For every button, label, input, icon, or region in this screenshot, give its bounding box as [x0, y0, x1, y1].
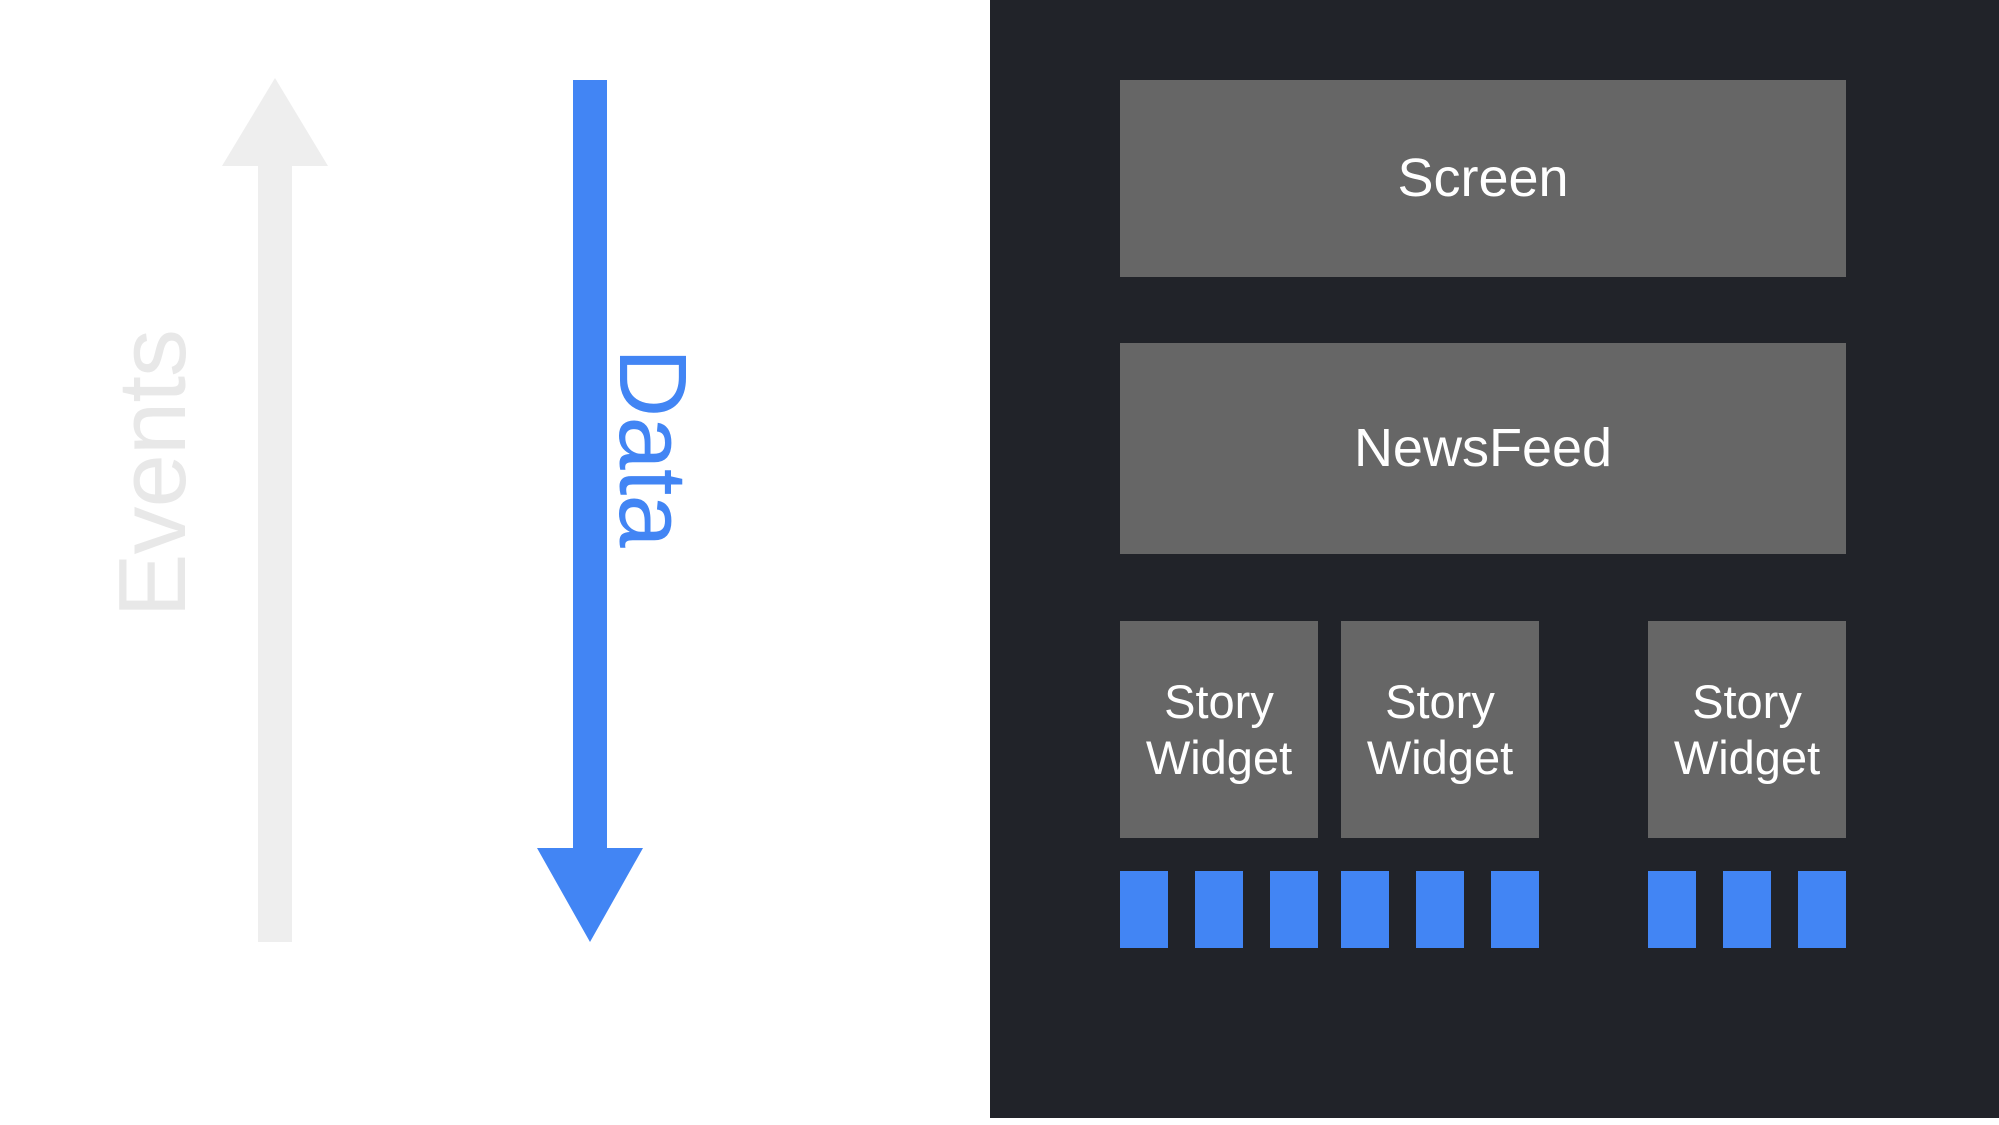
- leaf-group-story-widget-2: [1648, 871, 1846, 948]
- leaf-rect[interactable]: [1491, 871, 1539, 948]
- flow-legend-panel: Events Data: [0, 0, 990, 1125]
- leaf-rect[interactable]: [1195, 871, 1243, 948]
- story-widget-label-line1: Story: [1164, 675, 1274, 729]
- story-widget-label-line1: Story: [1385, 675, 1495, 729]
- leaf-rect[interactable]: [1723, 871, 1771, 948]
- leaf-rect[interactable]: [1270, 871, 1318, 948]
- node-box-story-widget-2[interactable]: Story Widget: [1648, 621, 1846, 838]
- events-arrow-up-icon: [220, 70, 330, 950]
- node-box-story-widget-0[interactable]: Story Widget: [1120, 621, 1318, 838]
- data-axis-label: Data: [599, 348, 706, 547]
- leaf-rect[interactable]: [1341, 871, 1389, 948]
- story-widget-label-line1: Story: [1692, 675, 1802, 729]
- story-widget-label-line2: Widget: [1145, 730, 1293, 784]
- widget-tree-panel: Screen NewsFeed Story Widget Story Widge…: [990, 0, 1999, 1118]
- node-box-newsfeed[interactable]: NewsFeed: [1120, 343, 1846, 554]
- leaf-rect[interactable]: [1798, 871, 1846, 948]
- data-arrow-down-icon: [535, 78, 645, 948]
- node-box-story-widget-1[interactable]: Story Widget: [1341, 621, 1539, 838]
- leaf-group-story-widget-1: [1341, 871, 1539, 948]
- leaf-rect[interactable]: [1416, 871, 1464, 948]
- story-widget-label-line2: Widget: [1366, 730, 1514, 784]
- leaf-group-story-widget-0: [1120, 871, 1318, 948]
- leaf-rect[interactable]: [1120, 871, 1168, 948]
- events-axis-label: Events: [99, 330, 206, 618]
- node-box-screen[interactable]: Screen: [1120, 80, 1846, 277]
- leaf-rect[interactable]: [1648, 871, 1696, 948]
- story-widget-label-line2: Widget: [1673, 730, 1821, 784]
